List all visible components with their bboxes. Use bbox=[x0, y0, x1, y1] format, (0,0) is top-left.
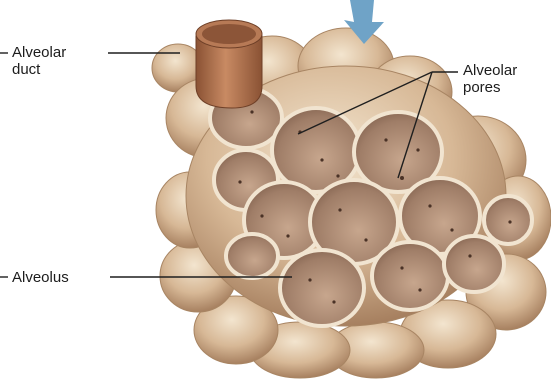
label-alveolus: Alveolus bbox=[12, 269, 69, 286]
label-alveolar-pores: Alveolar pores bbox=[463, 62, 517, 96]
label-alveolar-duct-line2: duct bbox=[12, 61, 66, 78]
label-alveolar-duct-line1: Alveolar bbox=[12, 44, 66, 61]
label-alveolar-pores-line2: pores bbox=[463, 79, 517, 96]
label-alveolar-duct: Alveolar duct bbox=[12, 44, 66, 78]
label-alveolar-pores-line1: Alveolar bbox=[463, 62, 517, 79]
alveolar-duct-tube bbox=[196, 20, 262, 108]
